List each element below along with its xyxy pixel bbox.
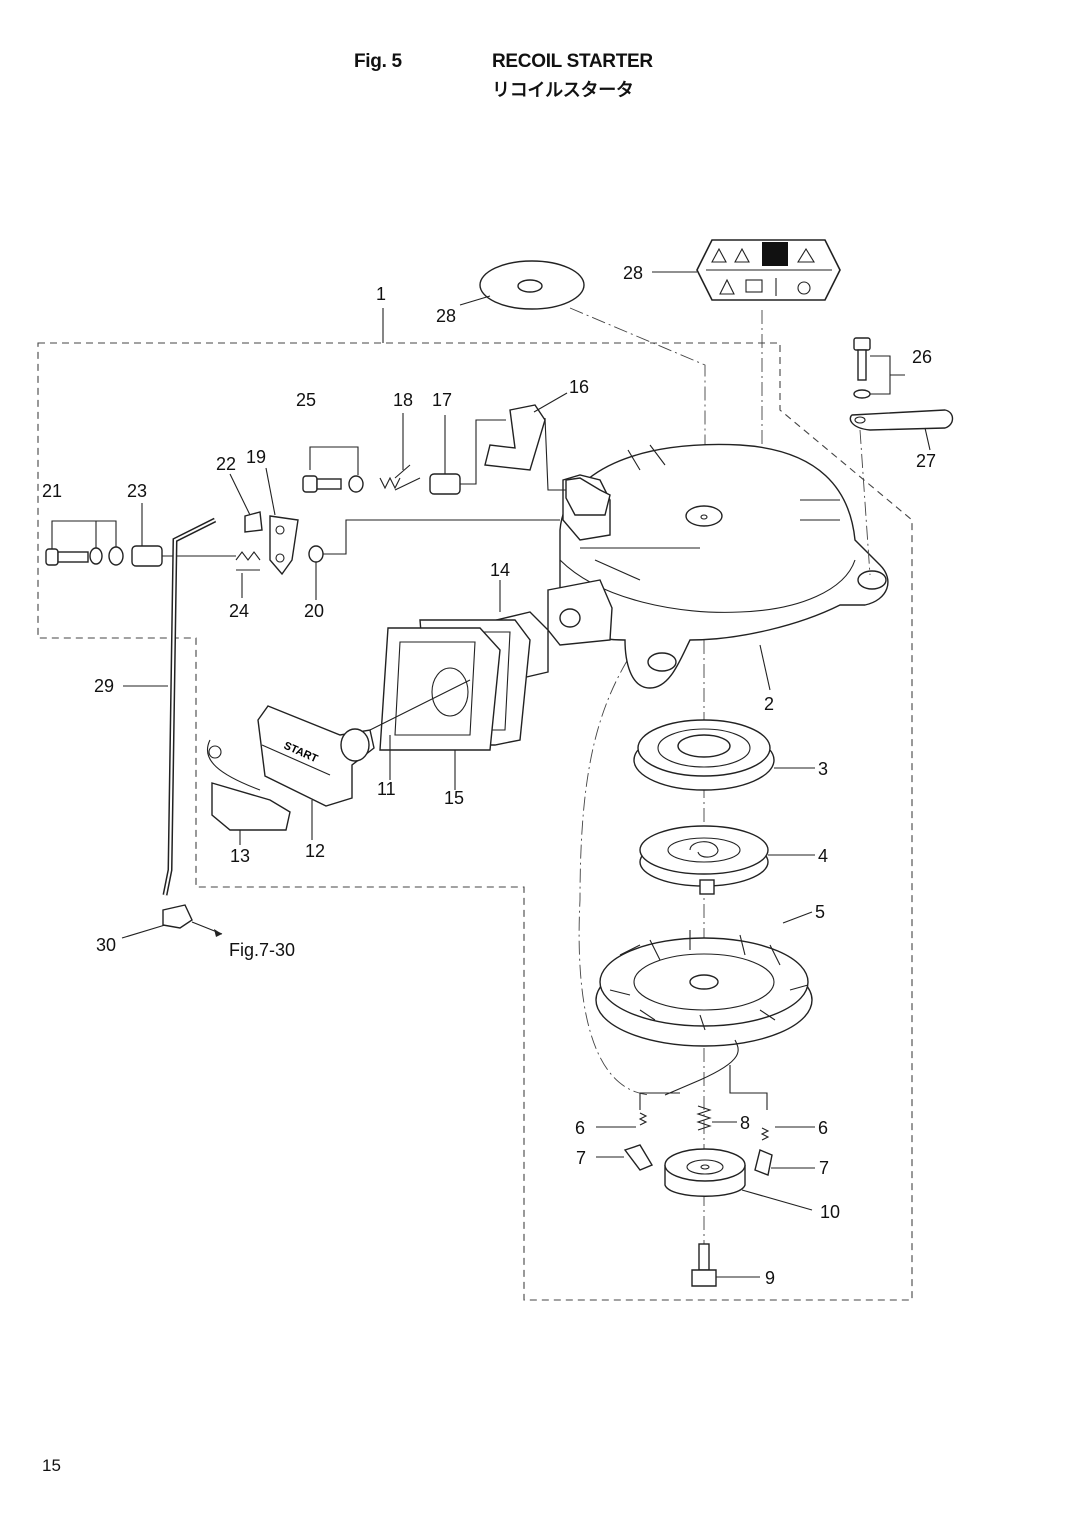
bolt-21 — [45, 546, 124, 566]
pawl-spring-right — [760, 1127, 770, 1141]
callout-9: 9 — [765, 1268, 775, 1288]
collar — [429, 473, 461, 495]
center-bolt — [691, 1243, 717, 1287]
callout-26: 26 — [912, 347, 932, 367]
torsion-spring — [379, 464, 421, 491]
callout-27: 27 — [916, 451, 936, 471]
callout-12: 12 — [305, 841, 325, 861]
figure-title-japanese: リコイルスタータ — [492, 80, 634, 101]
callout-5: 5 — [815, 902, 825, 922]
callout-1: 1 — [376, 284, 386, 304]
cross-reference-label: Fig.7-30 — [229, 940, 295, 960]
callout-10: 10 — [820, 1202, 840, 1222]
callout-2: 2 — [764, 694, 774, 714]
callout-13: 13 — [230, 846, 250, 866]
callout-4: 4 — [818, 846, 828, 866]
callout-24: 24 — [229, 601, 249, 621]
washer-20 — [308, 545, 324, 563]
callout-21: 21 — [42, 481, 62, 501]
callout-30: 30 — [96, 935, 116, 955]
rope-reel — [633, 719, 775, 791]
starter-housing — [547, 443, 889, 689]
ratchet-cup — [664, 1148, 746, 1197]
callout-15: 15 — [444, 788, 464, 808]
stop-plate — [269, 515, 299, 576]
callout-16: 16 — [569, 377, 589, 397]
clip-22 — [244, 511, 263, 533]
callout-20: 20 — [304, 601, 324, 621]
callout-14: 14 — [490, 560, 510, 580]
page-number: 15 — [42, 1456, 61, 1475]
rod-clip — [162, 904, 193, 929]
callout-6-left: 6 — [575, 1118, 585, 1138]
callout-19: 19 — [246, 447, 266, 467]
drive-pulley — [595, 930, 813, 1096]
callout-3: 3 — [818, 759, 828, 779]
callout-7-left: 7 — [576, 1148, 586, 1168]
callout-25: 25 — [296, 390, 316, 410]
bolt-26 — [853, 337, 871, 399]
center-spring — [696, 1105, 712, 1131]
callout-17: 17 — [432, 390, 452, 410]
callout-22: 22 — [216, 454, 236, 474]
recoil-spring — [639, 825, 769, 895]
round-decal — [479, 260, 585, 310]
pawl-spring-left — [638, 1112, 648, 1126]
warning-decal — [696, 239, 841, 301]
return-spring — [235, 551, 261, 571]
starter-handle: START — [257, 705, 375, 807]
callout-29: 29 — [94, 676, 114, 696]
callout-18: 18 — [393, 390, 413, 410]
stop-lever — [484, 404, 546, 471]
collar-23 — [131, 545, 163, 567]
figure-title-english: RECOIL STARTER — [492, 51, 653, 72]
callout-28-decal: 28 — [623, 263, 643, 283]
callout-6-right: 6 — [818, 1118, 828, 1138]
pawl-left — [623, 1144, 654, 1171]
rope-grommet — [379, 627, 501, 751]
screw-25 — [302, 475, 364, 493]
callout-28-round: 28 — [436, 306, 456, 326]
assembly-boundary — [37, 342, 913, 1301]
callout-23: 23 — [127, 481, 147, 501]
callout-7-right: 7 — [819, 1158, 829, 1178]
callout-8: 8 — [740, 1113, 750, 1133]
handle-insert — [206, 739, 291, 831]
pawl-right — [754, 1149, 773, 1176]
figure-label: Fig. 5 — [354, 51, 402, 72]
strap-27 — [849, 409, 954, 431]
control-rod — [162, 517, 217, 896]
callout-11: 11 — [377, 779, 396, 799]
